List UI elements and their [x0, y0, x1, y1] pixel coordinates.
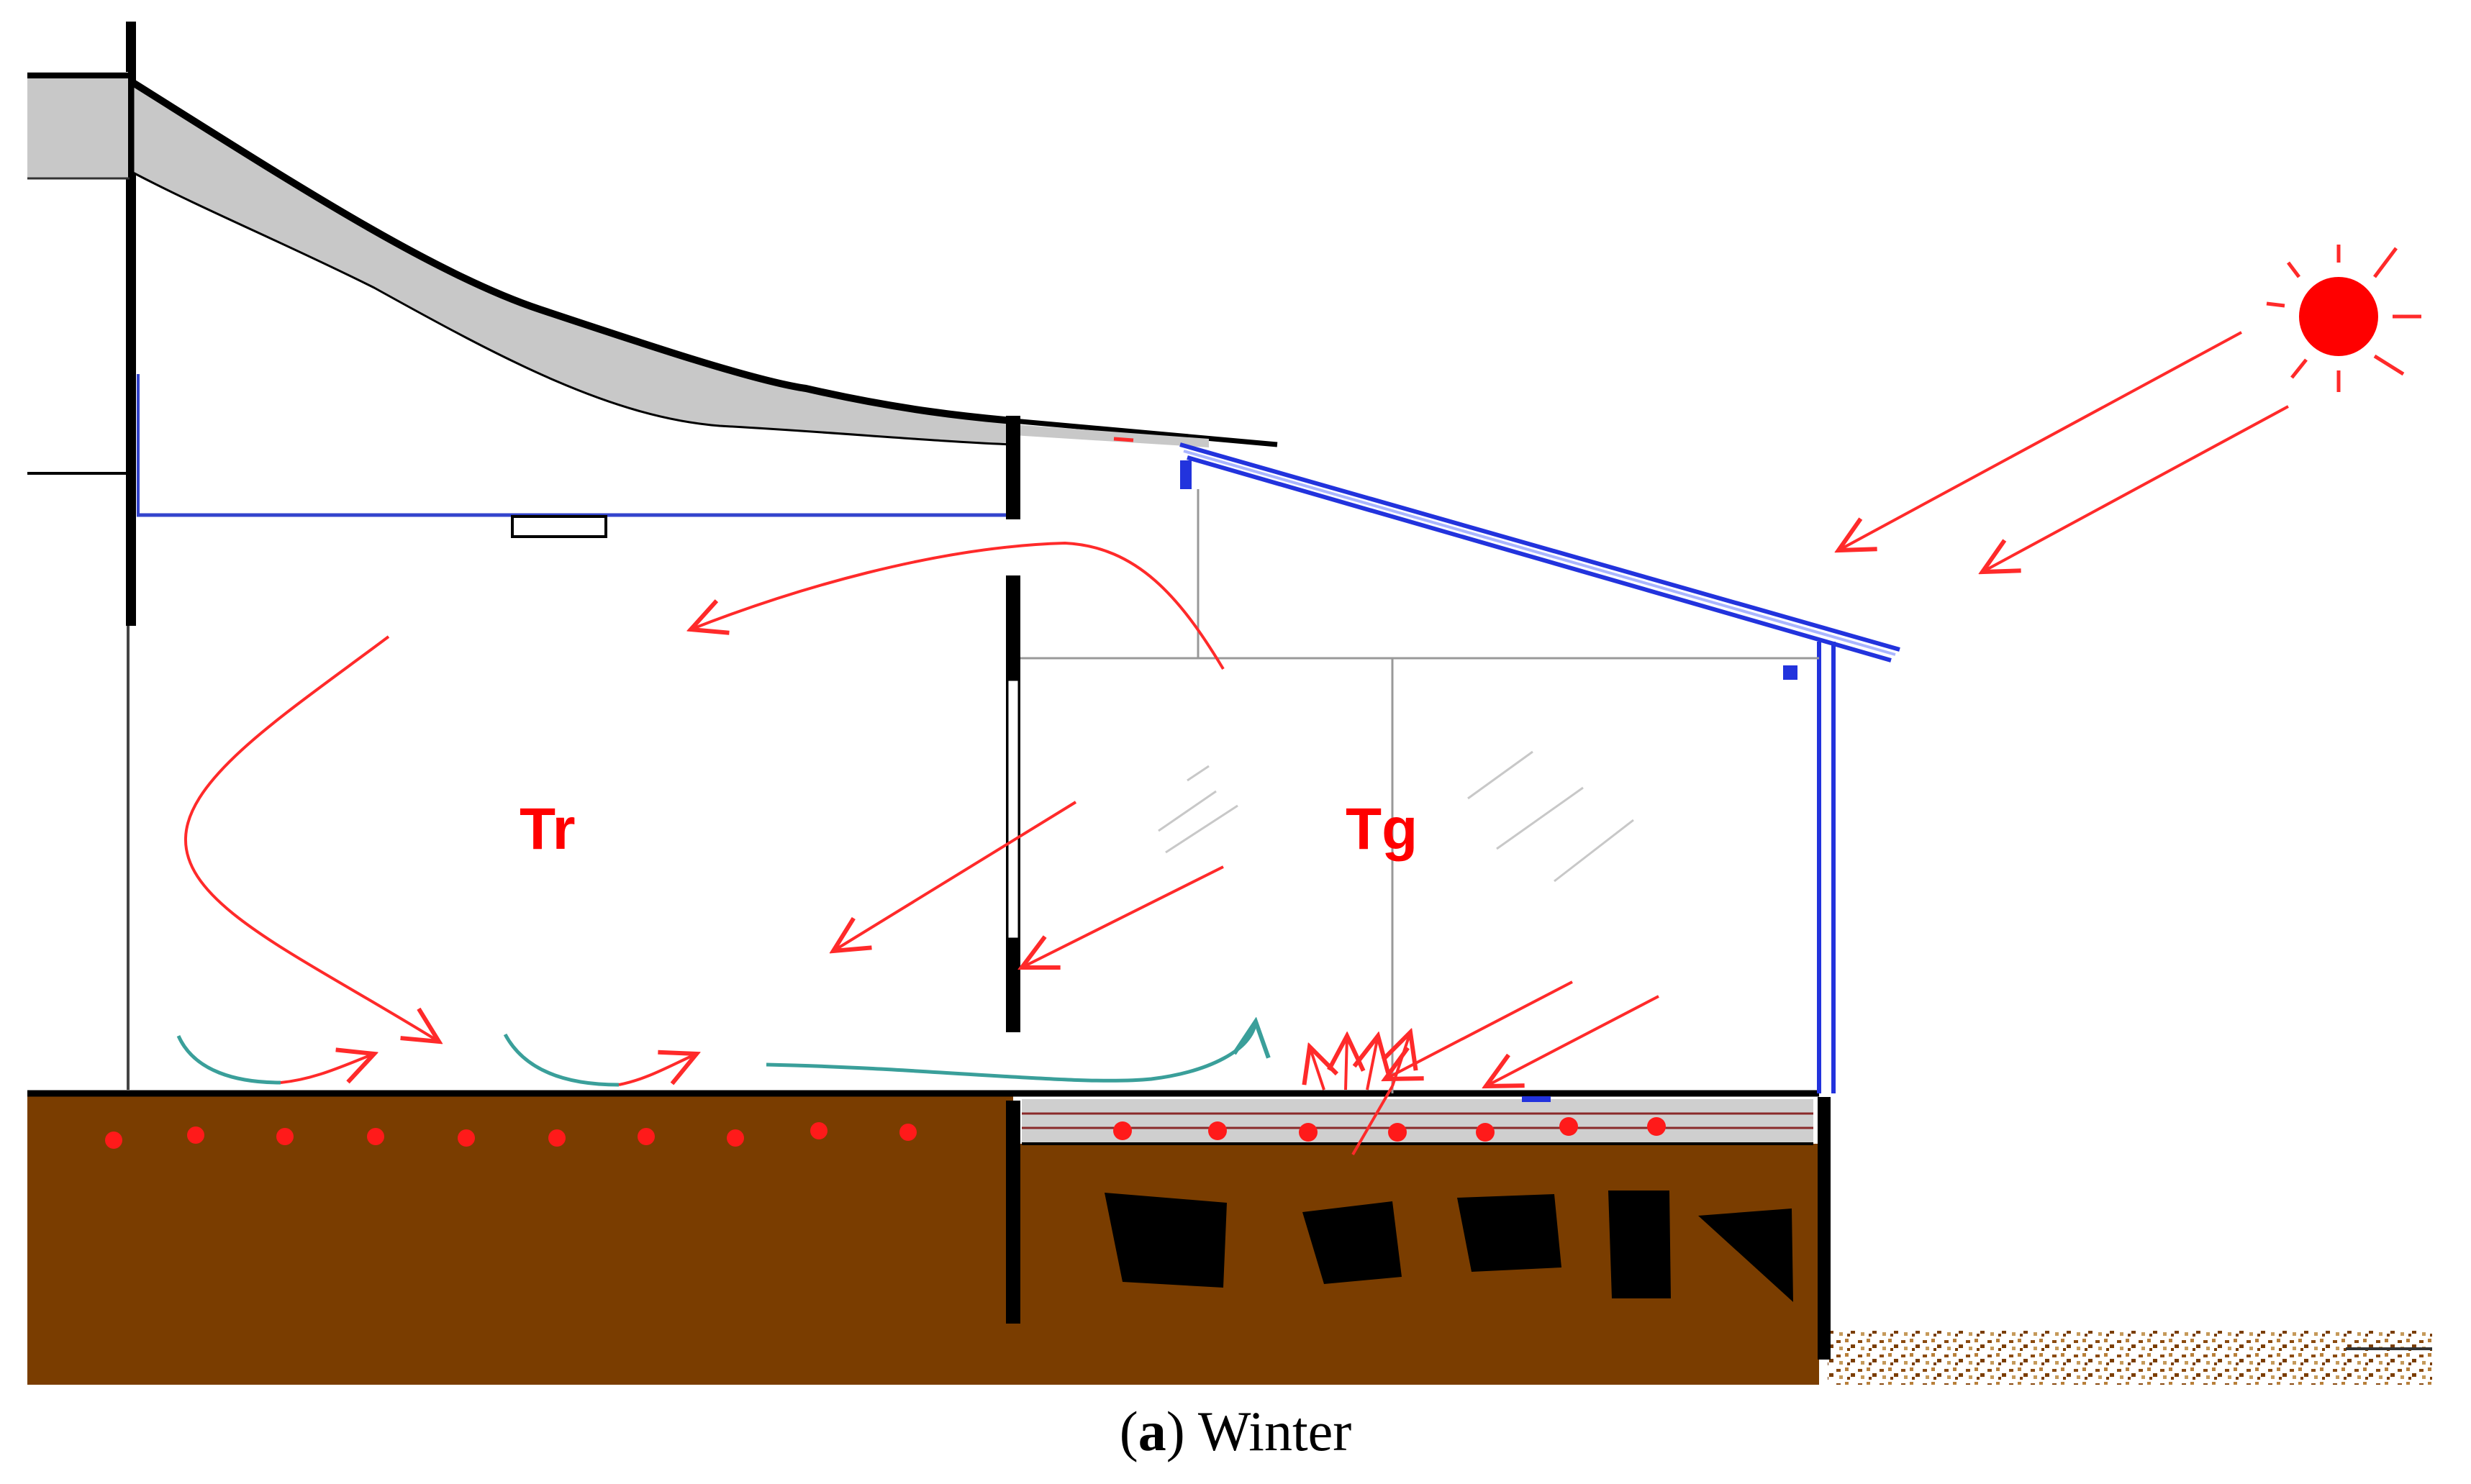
greenhouse-temperature-label: Tg [1346, 796, 1418, 862]
heat-dots-slab [1113, 1117, 1666, 1142]
glazing-roof-inner [1187, 455, 1892, 663]
rock-bed [1105, 1191, 1793, 1302]
floor-flow-1-red [280, 1054, 374, 1084]
warm-air-return-arrow [691, 541, 1225, 670]
caption-letter: a [1138, 1400, 1166, 1462]
roof-top-line [131, 79, 1014, 424]
solar-ray-1 [1838, 331, 2242, 550]
roof-eave-extension [1012, 418, 1278, 447]
roof-red-mark [1113, 437, 1134, 442]
ceiling-vent [511, 515, 607, 538]
floor-flow-2-teal [503, 1033, 620, 1087]
room-circulation-arrow [183, 635, 439, 1042]
radiation-into-slab-arrow [1351, 1085, 1394, 1156]
caption-text: Winter [1197, 1400, 1352, 1462]
left-eave-block [27, 72, 128, 178]
figure-caption: (a) Winter [1119, 1400, 1352, 1462]
glazing-roof-center [1183, 450, 1896, 656]
divider-window [1006, 678, 1020, 940]
heat-dots-room [105, 1122, 917, 1149]
soil-room [27, 1093, 1013, 1385]
solar-ray-2 [1982, 405, 2289, 572]
floor-heat-rise-arrows [1310, 1032, 1410, 1091]
radiation-into-room-arrow [833, 801, 1077, 951]
floor-flow-3-teal [766, 1021, 1256, 1083]
floor-flow-1-teal [176, 1034, 281, 1085]
greenhouse-floor-slab [1022, 1099, 1813, 1144]
radiation-onto-wall-arrow [1022, 865, 1224, 968]
glazing-roof-outer [1179, 442, 1900, 652]
glazing-hinge [1180, 460, 1192, 489]
roof-eave-strip [1013, 424, 1209, 447]
radiation-floor-arrow-2 [1486, 995, 1659, 1086]
glazing-corner-marker [1783, 665, 1797, 680]
radiation-floor-arrow-1 [1385, 980, 1573, 1079]
winter-section-diagram: Tr Tg [27, 22, 2432, 1385]
floor-marker [1522, 1096, 1551, 1102]
sun-icon [2266, 245, 2421, 392]
glass-reflection-left [1158, 765, 1238, 854]
ground-speckle [1828, 1331, 2432, 1385]
floor-flow-2-red [618, 1054, 697, 1086]
glass-reflection-right [1467, 750, 1634, 883]
room-temperature-label: Tr [520, 796, 575, 862]
roof-insulation [132, 81, 1015, 446]
